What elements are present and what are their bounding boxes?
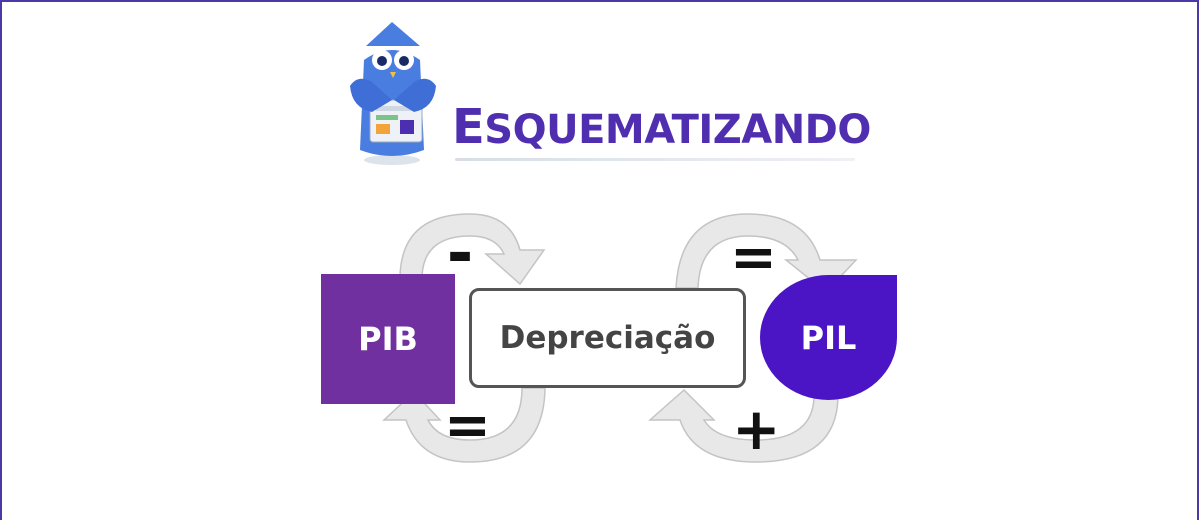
arrow-left-bottom bbox=[382, 387, 546, 463]
pib-box: PIB bbox=[321, 274, 455, 404]
equals-sign-right: = bbox=[730, 225, 777, 290]
pib-label: PIB bbox=[358, 320, 418, 358]
depreciation-box: Depreciação bbox=[469, 288, 746, 388]
minus-sign: - bbox=[446, 217, 474, 291]
arrow-right-top bbox=[675, 213, 858, 294]
depreciation-label: Depreciação bbox=[499, 320, 716, 356]
arrow-right-bottom bbox=[648, 388, 839, 463]
plus-sign: + bbox=[732, 395, 781, 463]
pil-label: PIL bbox=[800, 318, 857, 357]
owl-mascot-icon bbox=[350, 22, 436, 165]
pil-box: PIL bbox=[760, 275, 897, 400]
equals-sign-left: = bbox=[444, 393, 491, 458]
arrow-left-top bbox=[399, 213, 546, 286]
brand-name: ESQUEMATIZANDO bbox=[452, 99, 871, 155]
brand-underline bbox=[455, 158, 855, 161]
